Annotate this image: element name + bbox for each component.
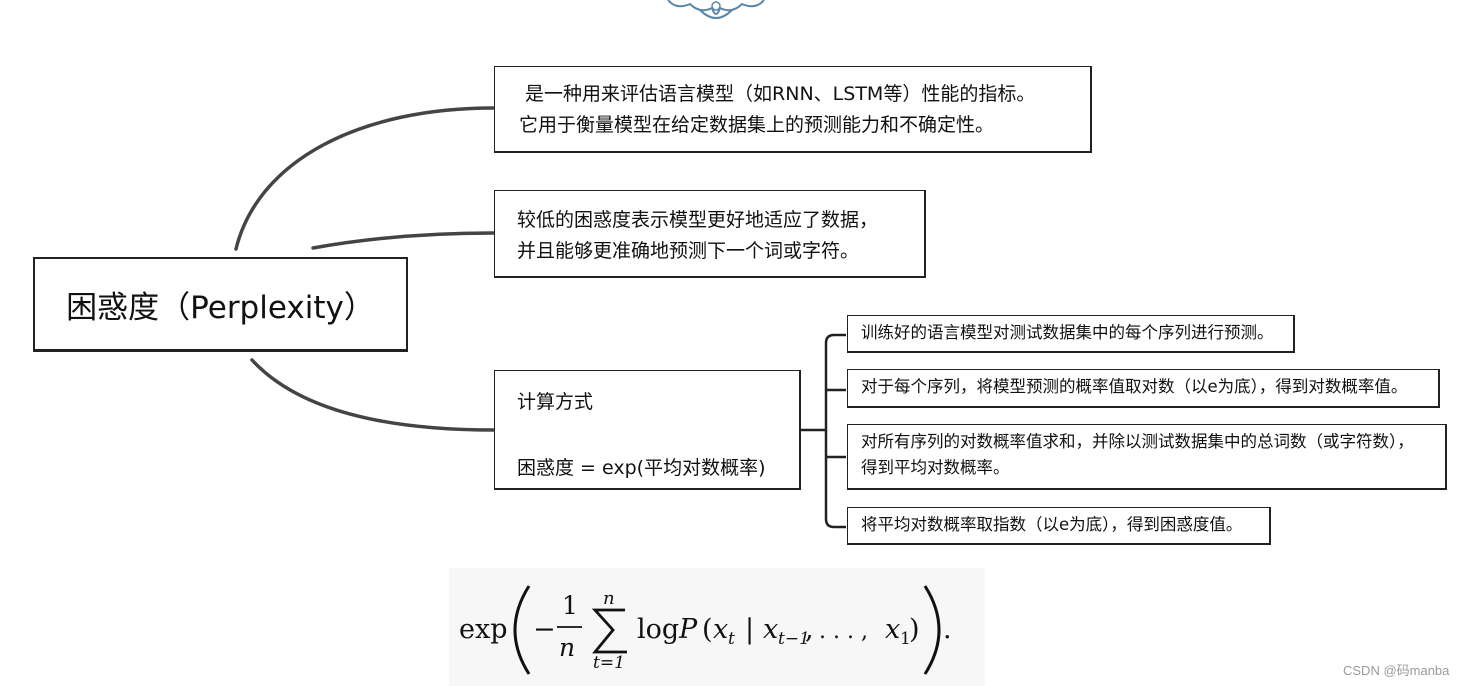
step-1-text: 训练好的语言模型对测试数据集中的每个序列进行预测。 — [861, 323, 1274, 342]
formula-close-paren: ) — [909, 614, 920, 645]
formula-sum-lower: t=1 — [593, 653, 625, 673]
connector-steps-bracket — [824, 333, 846, 529]
formula-svg: exp − 1 n n t=1 log P ( x t | x t−1 , . … — [459, 585, 952, 675]
calculation-node[interactable]: 计算方式 困惑度 = exp(平均对数概率) — [494, 370, 801, 490]
formula-minus: − — [533, 614, 556, 645]
step-node-3[interactable]: 对所有序列的对数概率值求和，并除以测试数据集中的总词数（或字符数）， 得到平均对… — [847, 424, 1447, 490]
formula-sum-sign — [591, 608, 627, 654]
root-label: 困惑度（Perplexity） — [66, 289, 375, 326]
calculation-formula: 困惑度 = exp(平均对数概率) — [517, 457, 766, 479]
formula-x-t: x — [713, 614, 728, 645]
interpretation-line-2: 并且能够更准确地预测下一个词或字符。 — [517, 240, 860, 262]
interpretation-line-1: 较低的困惑度表示模型更好地适应了数据， — [517, 209, 879, 231]
perplexity-formula-image: exp − 1 n n t=1 log P ( x t | x t−1 , . … — [449, 568, 985, 686]
top-ornament-icon — [667, 0, 765, 19]
formula-denominator: n — [559, 633, 575, 662]
formula-open-paren: ( — [702, 614, 713, 645]
formula-sub-1: 1 — [900, 629, 911, 649]
formula-P: P — [678, 614, 698, 645]
root-node[interactable]: 困惑度（Perplexity） — [33, 257, 408, 352]
step-node-2[interactable]: 对于每个序列，将模型预测的概率值取对数（以e为底），得到对数概率值。 — [847, 369, 1440, 408]
step-3-text-line-2: 得到平均对数概率。 — [861, 458, 1010, 477]
definition-node[interactable]: 是一种用来评估语言模型（如RNN、LSTM等）性能的指标。 它用于衡量模型在给定… — [494, 66, 1092, 153]
formula-ellipsis: . . . , — [819, 619, 868, 644]
formula-x-t-1: x — [763, 614, 778, 645]
watermark: CSDN @码manba — [1343, 663, 1450, 678]
formula-sum-upper: n — [603, 588, 615, 609]
formula-right-paren — [923, 585, 941, 675]
interpretation-node[interactable]: 较低的困惑度表示模型更好地适应了数据， 并且能够更准确地预测下一个词或字符。 — [494, 190, 926, 278]
step-3-text-line-1: 对所有序列的对数概率值求和，并除以测试数据集中的总词数（或字符数）， — [861, 432, 1414, 451]
step-node-1[interactable]: 训练好的语言模型对测试数据集中的每个序列进行预测。 — [847, 315, 1295, 353]
formula-x-1: x — [885, 614, 900, 645]
connector-calculation — [250, 358, 495, 432]
formula-period: . — [943, 614, 952, 645]
step-4-text: 将平均对数概率取指数（以e为底），得到困惑度值。 — [861, 515, 1243, 534]
formula-sub-t: t — [728, 629, 735, 649]
formula-sub-t-minus-1: t−1 — [778, 629, 810, 649]
formula-left-paren — [513, 585, 531, 675]
formula-bar: | — [745, 614, 754, 645]
step-node-4[interactable]: 将平均对数概率取指数（以e为底），得到困惑度值。 — [847, 507, 1271, 545]
definition-line-1: 是一种用来评估语言模型（如RNN、LSTM等）性能的指标。 — [519, 83, 1036, 105]
calculation-title: 计算方式 — [517, 391, 594, 413]
formula-numerator: 1 — [562, 591, 578, 620]
step-2-text: 对于每个序列，将模型预测的概率值取对数（以e为底），得到对数概率值。 — [861, 377, 1408, 396]
connector-interpretation — [311, 231, 495, 250]
definition-line-2: 它用于衡量模型在给定数据集上的预测能力和不确定性。 — [519, 114, 995, 136]
connector-definition — [234, 106, 495, 251]
formula-exp: exp — [459, 614, 508, 645]
formula-log: log — [637, 614, 679, 645]
formula-comma: , — [805, 614, 814, 645]
